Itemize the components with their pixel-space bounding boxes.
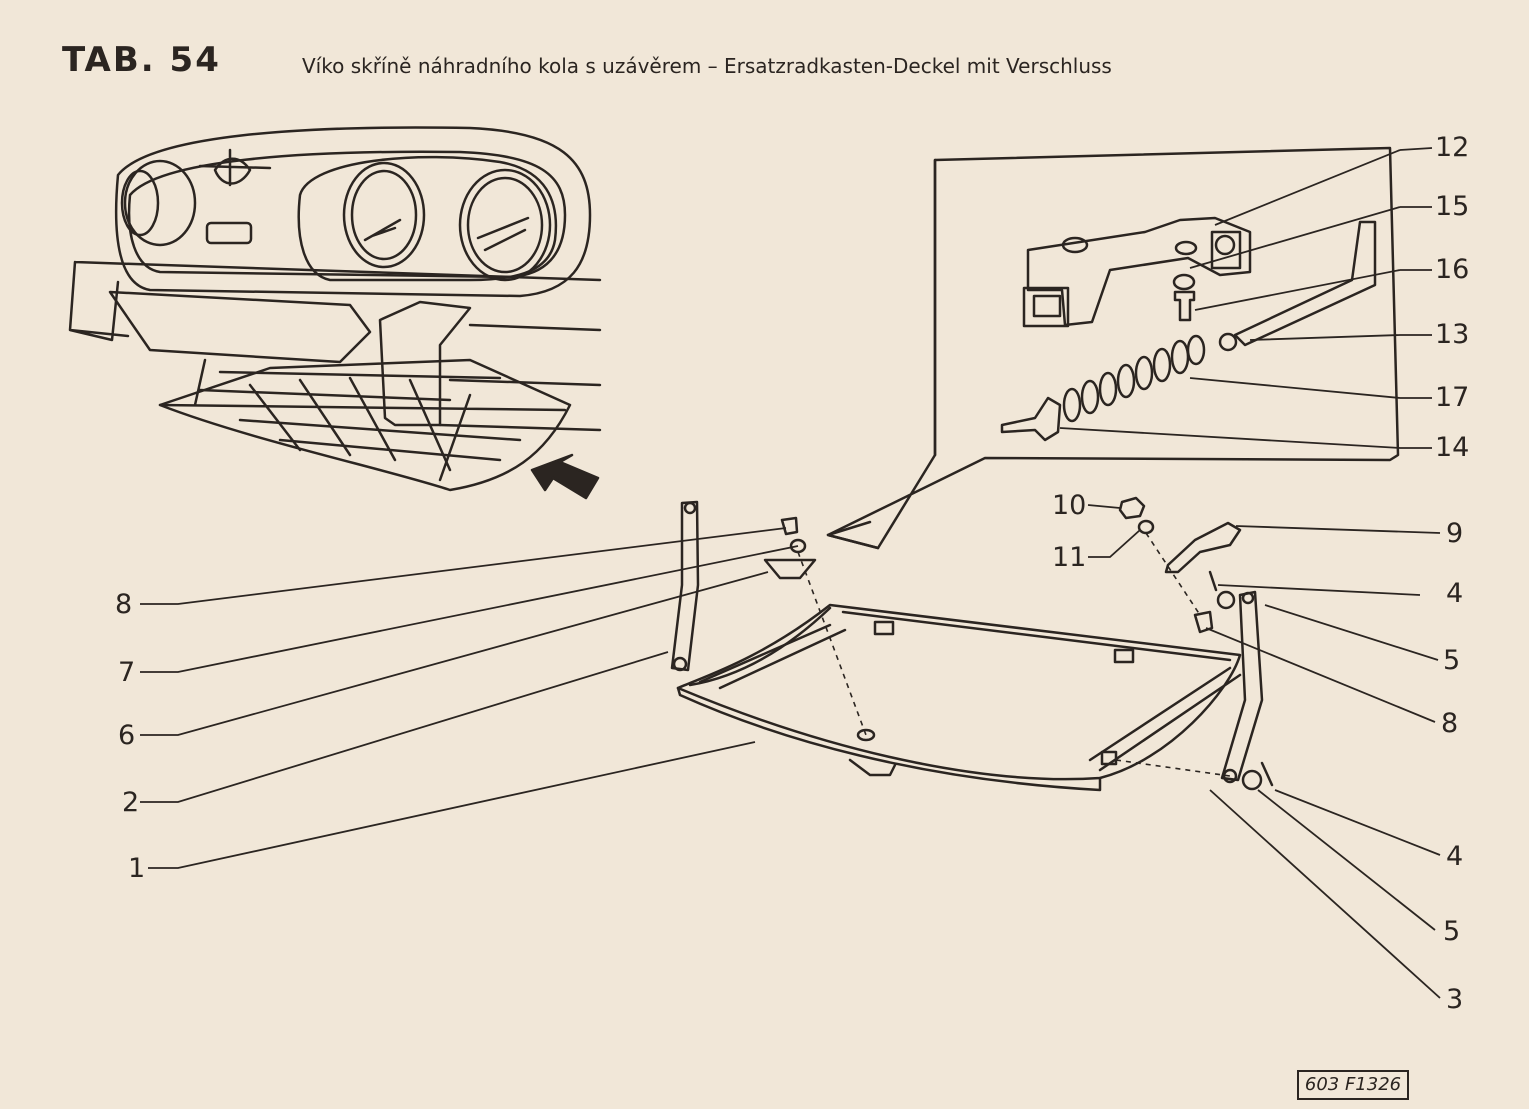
callout-15: 15 <box>1435 191 1470 222</box>
callout-16: 16 <box>1435 254 1470 285</box>
part-4-pin-lower <box>1260 761 1274 787</box>
part-8-left-bolt <box>780 516 799 536</box>
callout-2: 2 <box>122 787 140 818</box>
callout-6: 6 <box>118 720 136 751</box>
callout-4-upper: 4 <box>1446 578 1464 609</box>
callout-12: 12 <box>1435 132 1470 163</box>
direction-arrow <box>530 453 600 500</box>
part-6-bracket <box>763 558 817 580</box>
callout-5-lower: 5 <box>1443 916 1461 947</box>
part-12-bracket <box>1022 216 1252 328</box>
part-14-knob <box>1000 396 1062 442</box>
part-17-spring <box>1062 334 1206 423</box>
callout-13: 13 <box>1435 319 1470 350</box>
part-8-right-bolt <box>1193 610 1214 634</box>
part-2-hinge <box>670 500 700 672</box>
callout-1: 1 <box>128 853 146 884</box>
table-number: TAB. 54 <box>62 40 221 80</box>
callout-11: 11 <box>1052 542 1087 573</box>
part-10-nut <box>1118 496 1146 520</box>
part-13-lever <box>1233 220 1377 347</box>
part-11-washer <box>1137 519 1155 535</box>
part-9-plate <box>1164 521 1242 574</box>
car-front-illustration <box>68 126 602 492</box>
latch-detail-inset <box>826 146 1400 550</box>
callout-8-left: 8 <box>115 589 133 620</box>
part-5-washer-lower <box>1241 769 1263 791</box>
callout-9: 9 <box>1446 518 1464 549</box>
callout-4-lower: 4 <box>1446 841 1464 872</box>
part-4-pin-upper <box>1208 570 1218 592</box>
callout-17: 17 <box>1435 382 1470 413</box>
callout-10: 10 <box>1052 490 1087 521</box>
part-1-lid <box>676 603 1242 792</box>
callout-8-right: 8 <box>1441 708 1459 739</box>
part-3-hinge <box>1220 590 1264 782</box>
drawing-reference-code: 603 F1326 <box>1297 1070 1409 1100</box>
part-16-bolt <box>1173 290 1196 322</box>
page-title: Víko skříně náhradního kola s uzávěrem –… <box>302 54 1112 78</box>
callout-3: 3 <box>1446 984 1464 1015</box>
part-15-washer <box>1172 273 1196 291</box>
callout-5-upper: 5 <box>1443 645 1461 676</box>
callout-7: 7 <box>118 657 136 688</box>
part-5-washer-upper <box>1216 590 1236 610</box>
callout-14: 14 <box>1435 432 1470 463</box>
